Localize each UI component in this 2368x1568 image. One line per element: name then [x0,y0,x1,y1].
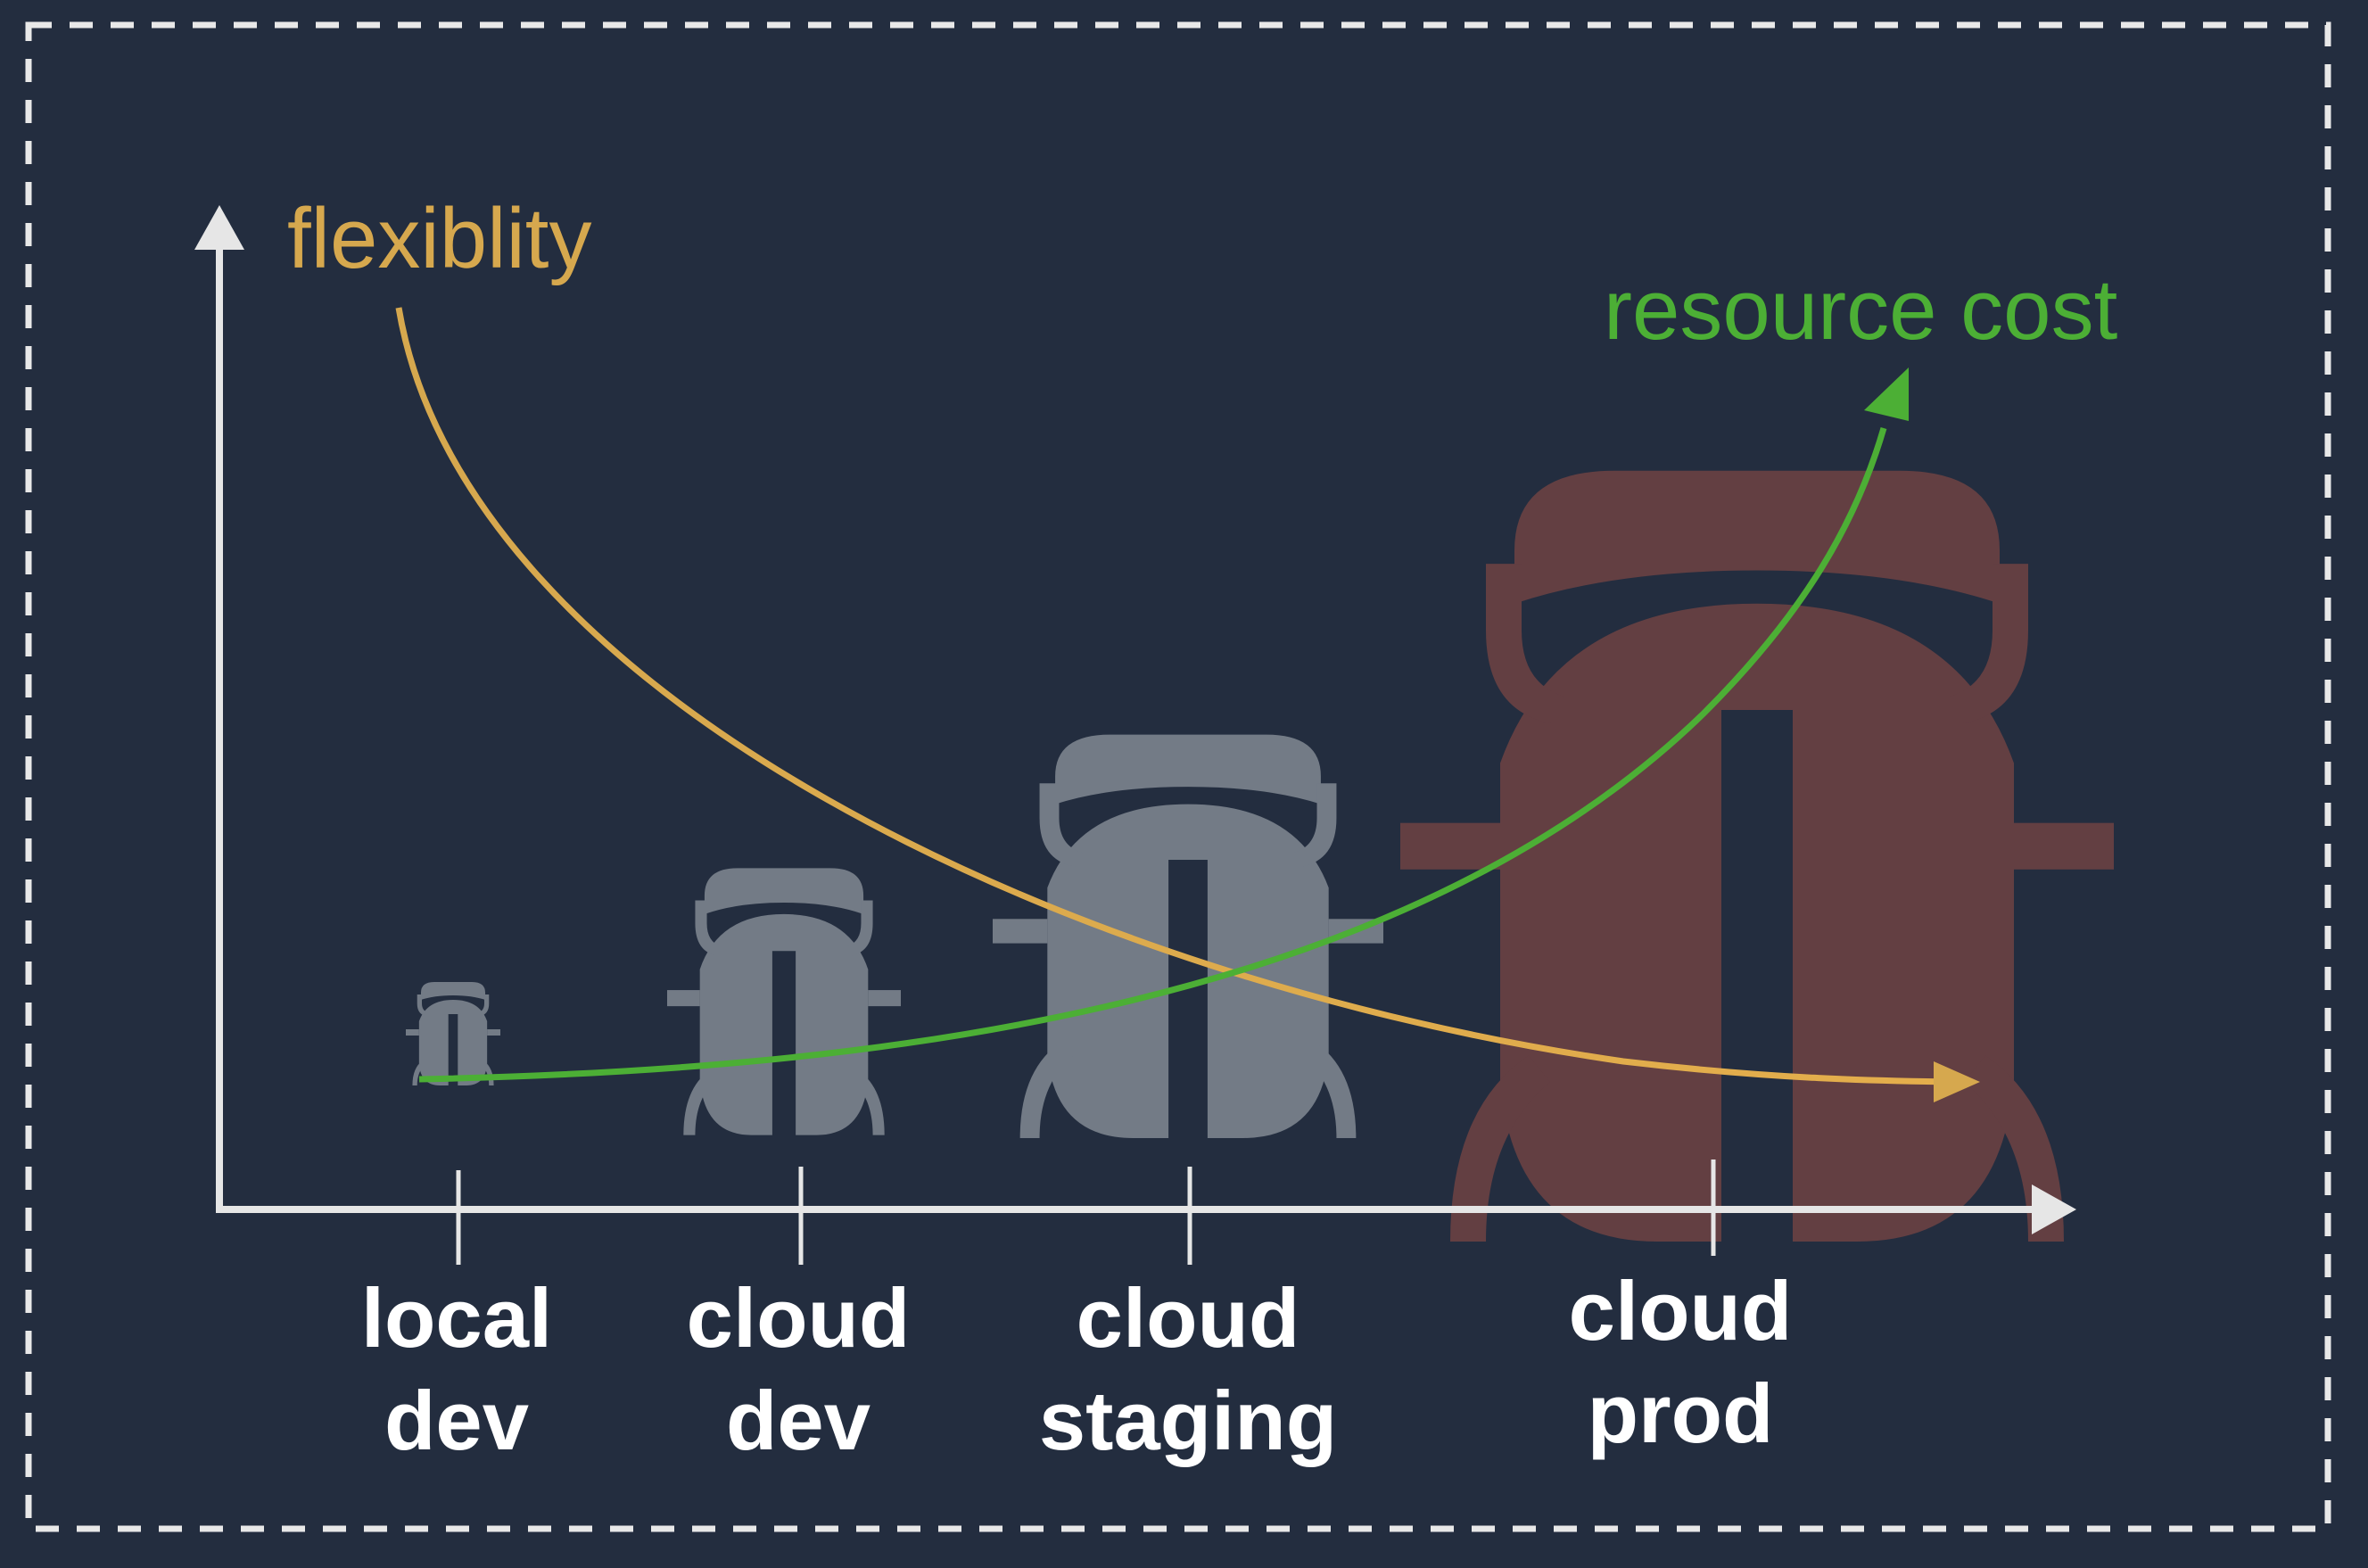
bug-icon-cloud-dev [667,868,901,1135]
stage-label-cloud-prod: cloud prod [1569,1264,1793,1460]
x-axis-arrow-icon [2032,1184,2076,1234]
flexibility-arrow-icon [1934,1061,1980,1102]
stage-label-local-dev: local dev [361,1271,552,1467]
stage-label-cloud-staging: cloud staging [1039,1271,1337,1467]
y-axis [194,205,244,1209]
bug-icon-cloud-staging [993,734,1383,1138]
stage-label-line: cloud [1077,1271,1300,1365]
resource-cost-label: resource cost [1604,262,2117,358]
y-axis-arrow-icon [194,205,244,250]
x-axis [216,1184,2076,1234]
stage-label-line: dev [384,1374,529,1467]
stage-label-line: prod [1588,1366,1774,1460]
stage-label-cloud-dev: cloud dev [687,1271,911,1467]
bug-icon-local-dev [406,982,500,1085]
resource-cost-curve [418,427,1887,1083]
dashed-frame [25,21,2331,1532]
stage-label-line: cloud [687,1271,911,1365]
resource-cost-arrow-icon [1864,367,1909,421]
flexibility-label: flexiblity [287,191,591,286]
flexibility-curve [395,307,1954,1085]
stage-label-line: dev [726,1374,870,1467]
stage-label-line: staging [1039,1374,1337,1467]
stage-label-line: cloud [1569,1264,1793,1358]
stage-label-line: local [361,1271,552,1365]
